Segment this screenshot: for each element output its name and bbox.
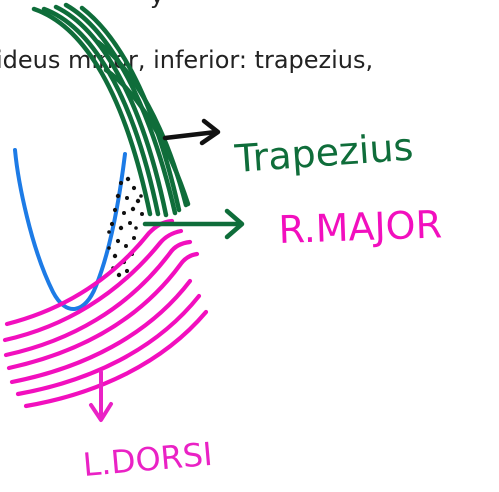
trapezius-fiber-1: [34, 9, 150, 214]
trapezius-muscle: [34, 5, 188, 215]
l-dorsi-label: L.DORSI: [81, 435, 214, 484]
scapula-outline: [15, 150, 125, 309]
lat-arrow: [91, 372, 111, 420]
r-major-label: R.MAJOR: [278, 202, 443, 252]
trapezius-label: Trapezius: [233, 125, 415, 181]
trapezius-arrow: [165, 121, 218, 143]
